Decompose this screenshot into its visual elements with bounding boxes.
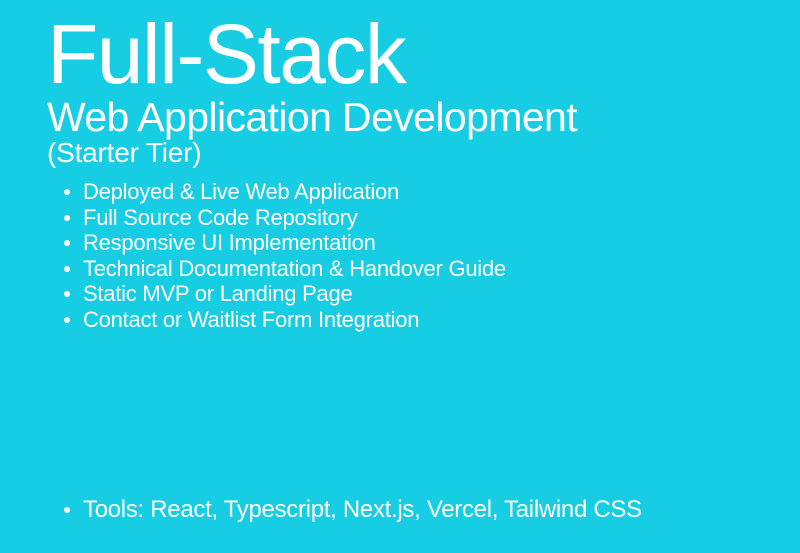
bullet-disc-icon [64, 214, 70, 221]
bullet-disc-icon [64, 316, 70, 323]
list-item: Full Source Code Repository [47, 205, 747, 231]
bullet-disc-icon [64, 291, 70, 297]
tools-label: Tools: React, Typescript, Next.js, Verce… [83, 496, 642, 523]
page-subtitle: Web Application Development [47, 93, 578, 140]
bullet-disc-icon [64, 240, 70, 246]
list-item: Tools: React, Typescript, Next.js, Verce… [47, 496, 747, 524]
list-item: Deployed & Live Web Application [47, 179, 747, 205]
list-item: Static MVP or Landing Page [47, 281, 747, 307]
bullet-disc-icon [64, 189, 70, 195]
list-item: Contact or Waitlist Form Integration [47, 307, 747, 333]
list-item-label: Contact or Waitlist Form Integration [83, 306, 420, 332]
bullet-disc-icon [64, 507, 70, 513]
list-item-label: Deployed & Live Web Application [83, 179, 399, 204]
list-item: Technical Documentation & Handover Guide [47, 256, 747, 282]
bullet-disc-icon [64, 265, 70, 272]
tier-label: (Starter Tier) [47, 137, 202, 169]
list-item-label: Responsive UI Implementation [83, 230, 376, 255]
list-item-label: Full Source Code Repository [83, 204, 358, 230]
page-title: Full-Stack [47, 7, 407, 101]
list-item: Responsive UI Implementation [47, 230, 747, 256]
list-item-label: Static MVP or Landing Page [83, 281, 353, 306]
list-item-label: Technical Documentation & Handover Guide [83, 255, 506, 281]
deliverables-list: Deployed & Live Web Application Full Sou… [47, 179, 747, 332]
tools-list: Tools: React, Typescript, Next.js, Verce… [47, 496, 747, 524]
heading-block: Full-Stack Web Application Development (… [47, 7, 767, 169]
